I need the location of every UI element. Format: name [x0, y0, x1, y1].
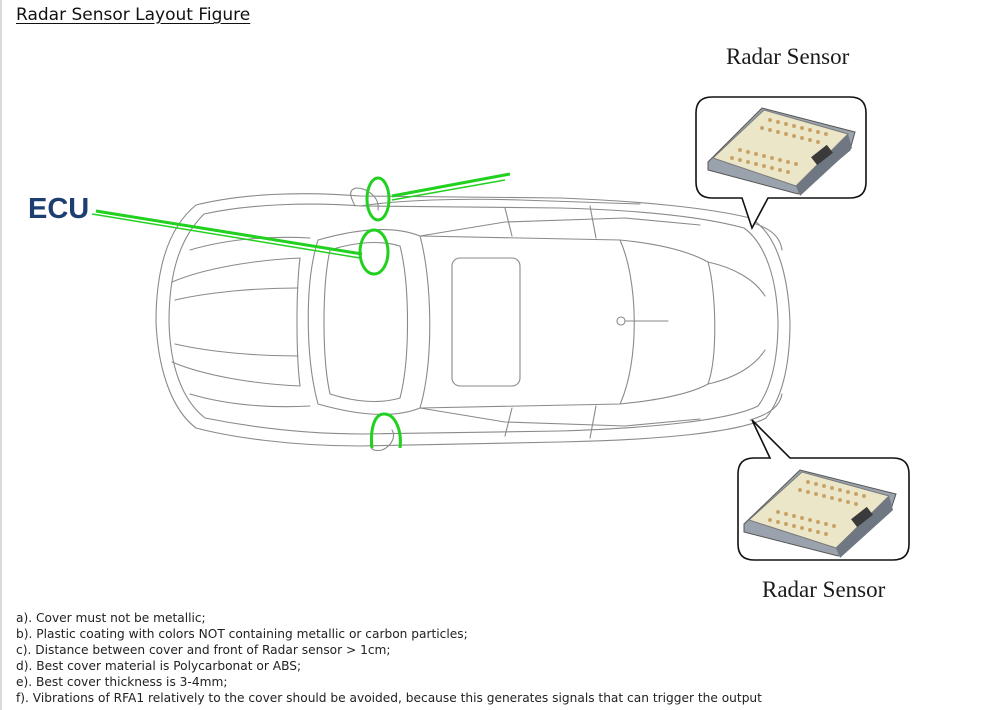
car-sunroof: [451, 257, 521, 387]
note-item: f). Vibrations of RFA1 relatively to the…: [16, 691, 762, 706]
radar-sensor-caption-bottom: Radar Sensor: [762, 577, 886, 602]
note-item: a). Cover must not be metallic;: [16, 611, 206, 625]
ecu-leaders: [91, 172, 511, 449]
note-item: b). Plastic coating with colors NOT cont…: [16, 627, 468, 642]
notes-list: a). Cover must not be metallic; b). Plas…: [16, 610, 762, 707]
note-item: c). Distance between cover and front of …: [16, 643, 391, 658]
mirror-highlight-circle-top: [365, 176, 391, 222]
page-title: Radar Sensor Layout Figure: [16, 5, 251, 25]
car-top-view: [155, 187, 791, 452]
left-border: [0, 0, 2, 710]
radar-callout-top: [695, 96, 867, 231]
car-body-outline: [155, 193, 791, 447]
radar-sensor-image-bottom: [743, 469, 897, 558]
car-windshield: [307, 229, 431, 415]
radar-sensor-image-top: [707, 107, 856, 196]
radar-callout-bottom: [737, 419, 910, 561]
note-item: d). Best cover material is Polycarbonat …: [16, 659, 302, 674]
radar-layout-diagram: [91, 96, 910, 561]
ecu-label: ECU: [28, 193, 90, 225]
ecu-highlight-circle: [358, 228, 390, 276]
note-item: e). Best cover thickness is 3-4mm;: [16, 675, 228, 690]
top-leader-line: [391, 172, 511, 198]
mirror-highlight-bottom: [370, 412, 402, 449]
radar-sensor-caption-top: Radar Sensor: [726, 44, 850, 69]
ecu-leader-line: [95, 209, 363, 256]
